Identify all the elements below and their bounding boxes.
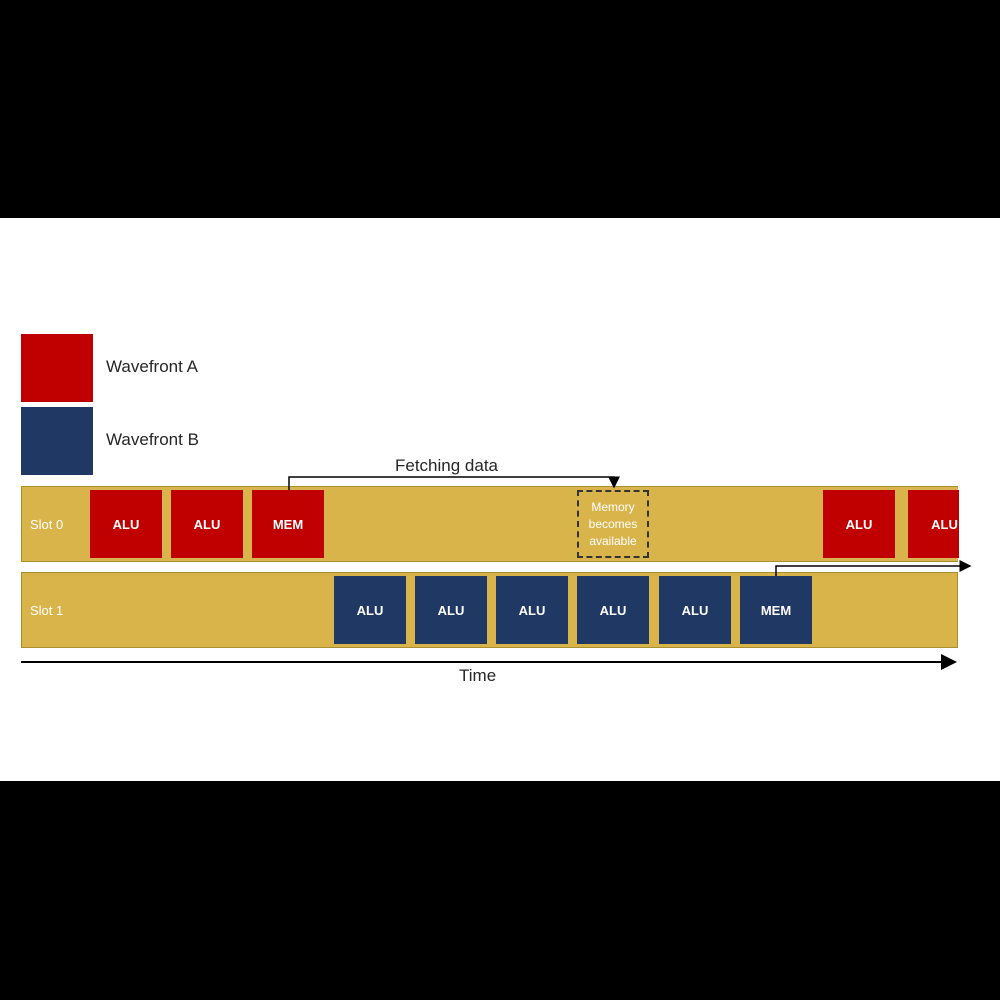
memory-available-line-3: available bbox=[589, 533, 637, 548]
slot-1-block-alu: ALU bbox=[415, 576, 487, 644]
letterbox-bottom bbox=[0, 781, 1000, 1000]
slot-0-block-alu: ALU bbox=[823, 490, 895, 558]
legend-label-wavefront-a: Wavefront A bbox=[106, 357, 198, 376]
time-axis-label: Time bbox=[459, 666, 497, 685]
memory-available-line-2: becomes bbox=[588, 516, 638, 531]
diagram-canvas: Wavefront A Wavefront B Fetching data Sl… bbox=[0, 218, 1000, 781]
slot-0-block-mem: MEM bbox=[252, 490, 324, 558]
slot-1-block-alu: ALU bbox=[659, 576, 731, 644]
slot-1-label: Slot 1 bbox=[30, 603, 64, 618]
slot-0-label: Slot 0 bbox=[30, 517, 64, 532]
legend-swatch-wavefront-a bbox=[21, 334, 93, 402]
slot-0-block-alu-clipped: ALU bbox=[908, 490, 959, 558]
slot-1-block-mem: MEM bbox=[740, 576, 812, 644]
legend-label-wavefront-b: Wavefront B bbox=[106, 430, 199, 449]
slot-0-block-alu: ALU bbox=[171, 490, 243, 558]
slot-1-block-alu: ALU bbox=[334, 576, 406, 644]
legend-swatch-wavefront-b bbox=[21, 407, 93, 475]
memory-available-line-1: Memory bbox=[591, 499, 635, 514]
slot-1-lane: Slot 1 ALU ALU ALU ALU ALU MEM bbox=[21, 572, 958, 648]
slot-0-lane: Slot 0 ALU ALU MEM Memory becomes availa… bbox=[21, 486, 959, 562]
slot-1-block-alu: ALU bbox=[577, 576, 649, 644]
memory-available-marker: Memory becomes available bbox=[577, 490, 649, 558]
slot-0-block-alu: ALU bbox=[90, 490, 162, 558]
slot-1-block-alu: ALU bbox=[496, 576, 568, 644]
letterbox-top bbox=[0, 0, 1000, 218]
fetching-data-caption: Fetching data bbox=[395, 456, 499, 475]
